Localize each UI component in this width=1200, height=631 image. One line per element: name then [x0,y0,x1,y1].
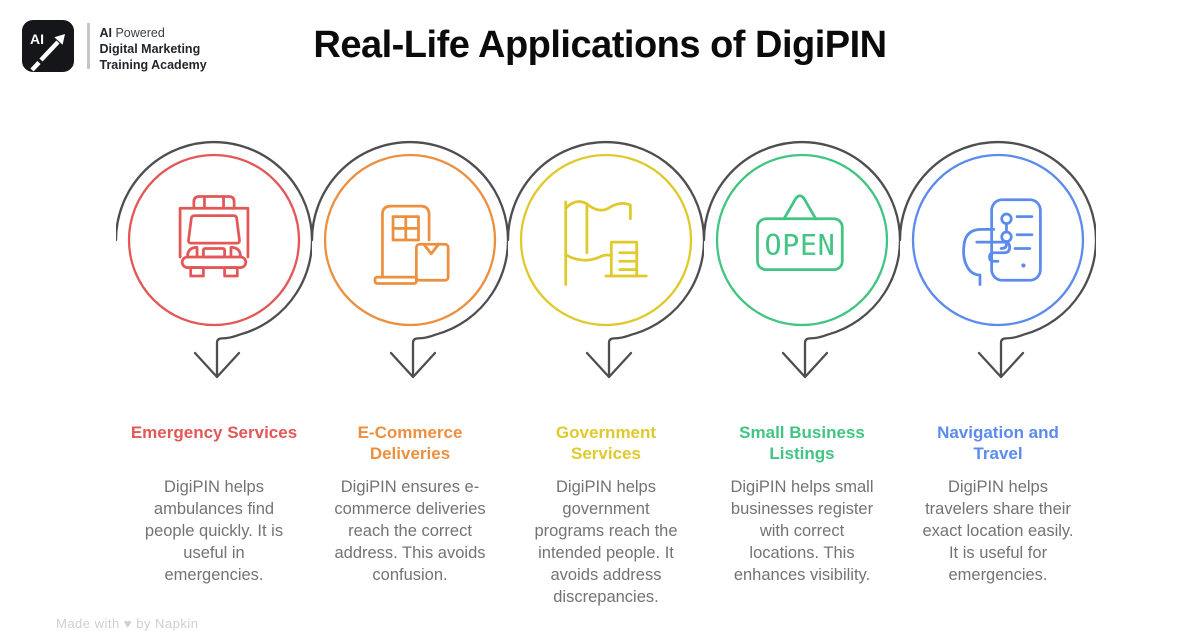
down-arrow-icon [193,351,241,379]
item-description: DigiPIN helps small businesses register … [730,478,874,584]
item-heading: Small Business Listings [739,423,865,463]
ai-badge-label: AI [30,31,44,47]
item-heading: Government Services [555,423,657,463]
brand-line-1: AI Powered [99,26,165,40]
brand-line-2: Digital Marketing [99,42,201,56]
application-item-government-services: Government Services DigiPIN helps govern… [508,132,704,608]
ai-badge: AI [22,20,74,72]
item-description: DigiPIN helps ambulances find people qui… [144,478,284,584]
down-arrow-icon [781,351,829,379]
brand-text: AI Powered Digital Marketing Training Ac… [100,25,207,73]
brand-logo: AI AI Powered Digital Marketing Training… [22,20,207,73]
application-item-small-business-listings: OPEN Small Business Listings DigiPIN hel… [704,132,900,608]
brand-divider [87,23,90,69]
circle-arrow-ring [900,140,1096,379]
down-arrow-icon [977,351,1025,379]
ambulance-icon [178,195,250,278]
hand-phone-icon [962,198,1042,286]
down-arrow-icon [585,351,633,379]
brand-line-3: Training Academy [99,58,207,72]
open-sign-text: OPEN [764,228,835,262]
applications-row: Emergency Services DigiPIN helps ambulan… [116,132,1096,608]
down-arrow-icon [389,351,437,379]
growth-arrow-icon [30,34,65,72]
application-item-ecommerce-deliveries: E-Commerce Deliveries DigiPIN ensures e-… [312,132,508,608]
door-delivery-icon [373,204,450,285]
item-description: DigiPIN helps travelers share their exac… [922,478,1074,584]
item-description: DigiPIN helps government programs reach … [534,478,678,606]
application-item-emergency-services: Emergency Services DigiPIN helps ambulan… [116,132,312,608]
map-building-icon [564,200,648,286]
item-heading: Navigation and Travel [937,423,1059,463]
application-item-navigation-travel: Navigation and Travel DigiPIN helps trav… [900,132,1096,608]
open-sign-icon: OPEN [756,194,844,272]
page-title: Real-Life Applications of DigiPIN [313,24,887,66]
item-description: DigiPIN ensures e- commerce deliveries r… [334,478,486,584]
watermark: Made with ♥ by Napkin [56,616,199,631]
item-heading: Emergency Services [130,423,298,442]
item-heading: E-Commerce Deliveries [357,423,463,463]
